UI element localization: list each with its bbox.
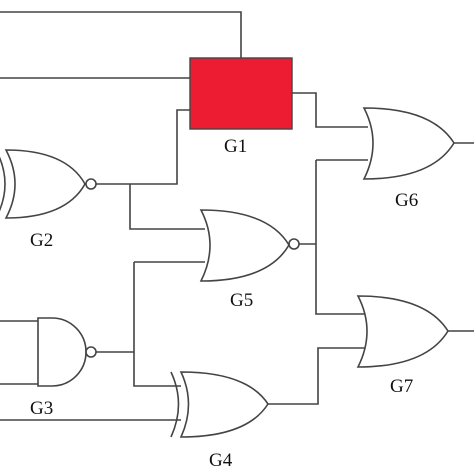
wire-g2-to-g5 — [129, 184, 205, 230]
wire-top-feedback — [0, 11, 242, 58]
gate-g7-body — [356, 295, 449, 368]
gate-g4-xor-arc — [170, 371, 180, 438]
gate-g4: G4 — [170, 371, 269, 471]
wires — [0, 11, 474, 421]
wire-g1-to-g6 — [292, 92, 368, 128]
gate-g1-label: G1 — [224, 136, 247, 157]
gate-g5-label: G5 — [230, 290, 253, 311]
gate-g3-label: G3 — [30, 398, 53, 419]
gate-g7-label: G7 — [390, 376, 413, 397]
gate-g7: G7 — [356, 295, 449, 397]
gate-g2: G2 — [0, 149, 97, 251]
gate-g3-bubble — [85, 346, 97, 358]
gate-g2-bubble — [85, 178, 97, 190]
gate-g3: G3 — [30, 317, 97, 419]
gate-g6: G6 — [362, 107, 455, 211]
gate-g5-body — [199, 209, 290, 282]
gate-g2-body — [4, 149, 86, 219]
gate-g1-block — [189, 57, 293, 130]
gate-g3-body — [37, 317, 87, 387]
gate-g6-label: G6 — [395, 190, 418, 211]
gate-g6-body — [362, 107, 455, 180]
gate-g2-label: G2 — [30, 230, 53, 251]
gate-g4-label: G4 — [209, 450, 233, 471]
wire-g2-to-g1 — [96, 109, 190, 185]
gate-g5-bubble — [288, 238, 300, 250]
wire-g3-trunk — [133, 262, 181, 387]
gate-g2-xor-arc — [0, 156, 6, 212]
gate-g4-body — [179, 371, 269, 438]
gate-g1: G1 — [189, 57, 293, 157]
wire-g4-to-g7 — [268, 347, 365, 405]
wire-g5-to-g6 — [315, 160, 365, 315]
gate-g5: G5 — [199, 209, 300, 311]
